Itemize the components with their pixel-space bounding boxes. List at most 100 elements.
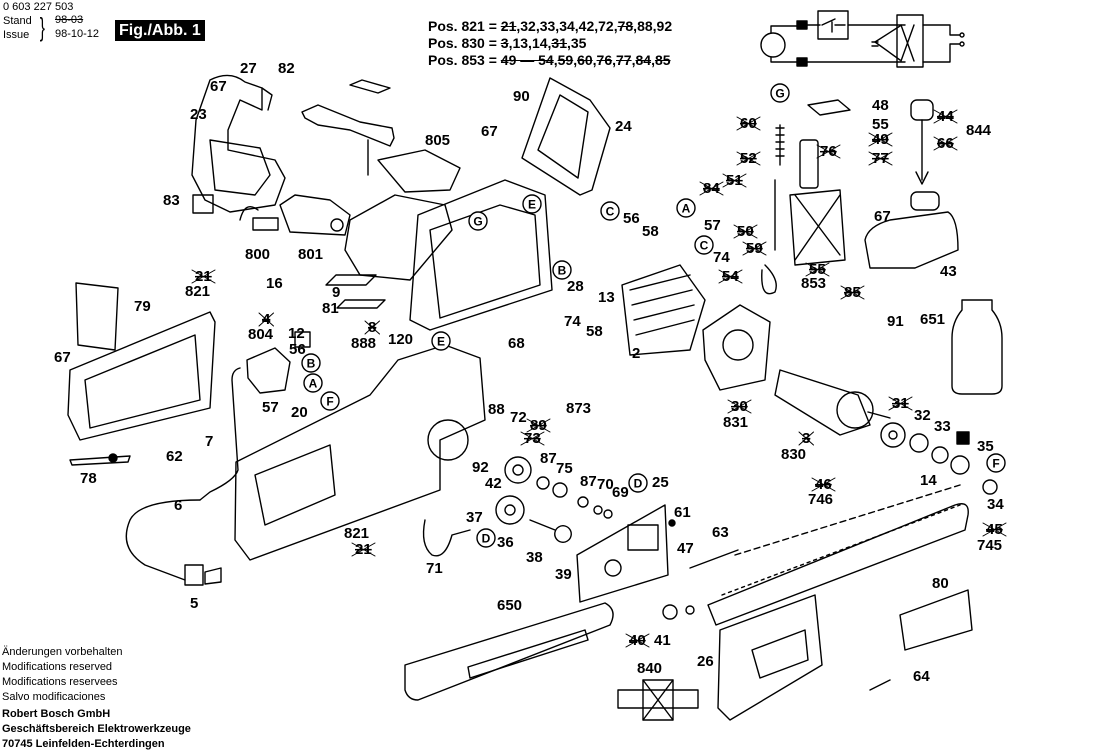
part-number-label: 80	[932, 575, 949, 592]
strikeout-mark	[733, 224, 758, 239]
bearing-part	[880, 422, 998, 495]
reference-letter: E	[437, 335, 445, 349]
chain-part	[734, 484, 961, 556]
reference-marker: A	[676, 198, 696, 218]
part-number-label: 87	[540, 450, 557, 467]
oil-tank-part	[864, 99, 959, 269]
housing-left-part	[67, 282, 216, 466]
reference-letter: D	[482, 532, 491, 546]
part-number-label: 71	[426, 560, 443, 577]
part-number-label: 62	[166, 448, 183, 465]
part-number-label: 830	[781, 446, 806, 463]
part-number-label: 120	[388, 331, 413, 348]
part-number-label: 47	[677, 540, 694, 557]
part-number-label: 7	[205, 433, 213, 450]
part-number-label: 70	[597, 476, 614, 493]
part-number-label: 67	[210, 78, 227, 95]
strikeout-mark	[816, 144, 841, 159]
position-note: Pos. 830 = 3,13,14,31,35	[428, 35, 587, 51]
part-number-label: 37	[466, 509, 483, 526]
position-note-item: 76	[596, 52, 613, 68]
strikeout-mark	[736, 116, 761, 131]
part-number-label: 24	[615, 118, 632, 135]
position-note-prefix: Pos. 853 =	[428, 52, 501, 68]
part-number-label: 92	[472, 459, 489, 476]
position-note: Pos. 821 = 21,32,33,34,42,72,78,88,92	[428, 18, 673, 34]
part-number-label: 58	[586, 323, 603, 340]
reference-circle-icon	[468, 211, 488, 231]
section-detail-part	[617, 679, 699, 721]
part-number-label: 12	[288, 325, 305, 342]
reference-circle-icon	[552, 260, 572, 280]
position-note-item: 60	[577, 52, 593, 68]
part-number-label: 888	[351, 335, 376, 352]
part-number-label: 746	[808, 491, 833, 508]
reference-marker: D	[476, 528, 496, 548]
strikeout-mark	[888, 396, 913, 411]
document-number: 0 603 227 503	[3, 1, 74, 13]
guide-bar-part	[707, 484, 969, 626]
part-number-label: 74	[713, 249, 730, 266]
reference-letter: A	[309, 377, 318, 391]
position-note: Pos. 853 = 49 — 54,59,60,76,77,84,85	[428, 52, 671, 68]
reference-letter: F	[326, 395, 333, 409]
mount-plate-part	[576, 504, 676, 603]
figure-label: Fig./Abb. 1	[115, 20, 205, 41]
pump-assembly-part	[761, 99, 851, 295]
reference-marker: B	[301, 353, 321, 373]
part-number-label: 853	[801, 275, 826, 292]
position-note-item: 21	[500, 18, 517, 34]
company-address: 70745 Leinfelden-Echterdingen	[2, 738, 165, 750]
reference-circle-icon	[476, 528, 496, 548]
oil-bottle-part	[951, 299, 1003, 395]
reference-circle-icon	[522, 194, 542, 214]
label-plate-part	[899, 589, 973, 651]
part-number-label: 650	[497, 597, 522, 614]
wiring-schematic	[760, 10, 965, 68]
company-name: Robert Bosch GmbH	[2, 708, 111, 720]
part-number-label: 78	[80, 470, 97, 487]
strikeout-mark	[625, 633, 650, 648]
part-number-label: 805	[425, 132, 450, 149]
part-number-label: 28	[567, 278, 584, 295]
reference-letter: C	[700, 239, 709, 253]
reference-marker: E	[522, 194, 542, 214]
position-note-item: 3	[500, 35, 509, 51]
part-number-label: 48	[872, 97, 889, 114]
position-note-item: 35	[570, 35, 587, 51]
part-number-label: 63	[712, 524, 729, 541]
gear-train-part	[495, 456, 613, 543]
position-note-item: 13	[512, 35, 529, 51]
position-note-item: 49 — 54	[500, 52, 554, 68]
part-number-label: 13	[598, 289, 615, 306]
position-note-prefix: Pos. 830 =	[428, 35, 501, 51]
inductor-icon	[796, 20, 808, 30]
strikeout-mark	[868, 151, 893, 166]
position-note-item: 78	[617, 18, 634, 34]
label-plate-part	[75, 282, 119, 351]
strikeout-mark	[805, 262, 830, 277]
part-number-label: 804	[248, 326, 274, 343]
main-housing-part	[234, 344, 486, 561]
strikeout-mark	[742, 241, 767, 256]
part-number-label: 56	[623, 210, 640, 227]
part-number-label: 79	[134, 298, 151, 315]
oil-tube-part	[422, 519, 471, 557]
part-number-label: 39	[555, 566, 572, 583]
strikeout-mark	[364, 320, 380, 335]
reference-letter: A	[682, 202, 691, 216]
part-number-label: 90	[513, 88, 530, 105]
reference-marker: C	[694, 235, 714, 255]
part-number-label: 67	[54, 349, 71, 366]
filter-pad-part	[192, 194, 214, 214]
switch-part	[125, 331, 311, 586]
reference-letter: G	[473, 215, 482, 229]
part-number-label: 61	[674, 504, 691, 521]
sprocket-cover-part	[717, 594, 891, 721]
front-handle-part	[521, 77, 611, 196]
position-note-item: 92	[656, 18, 673, 34]
ring-part	[685, 605, 695, 615]
reference-letter: F	[992, 457, 999, 471]
